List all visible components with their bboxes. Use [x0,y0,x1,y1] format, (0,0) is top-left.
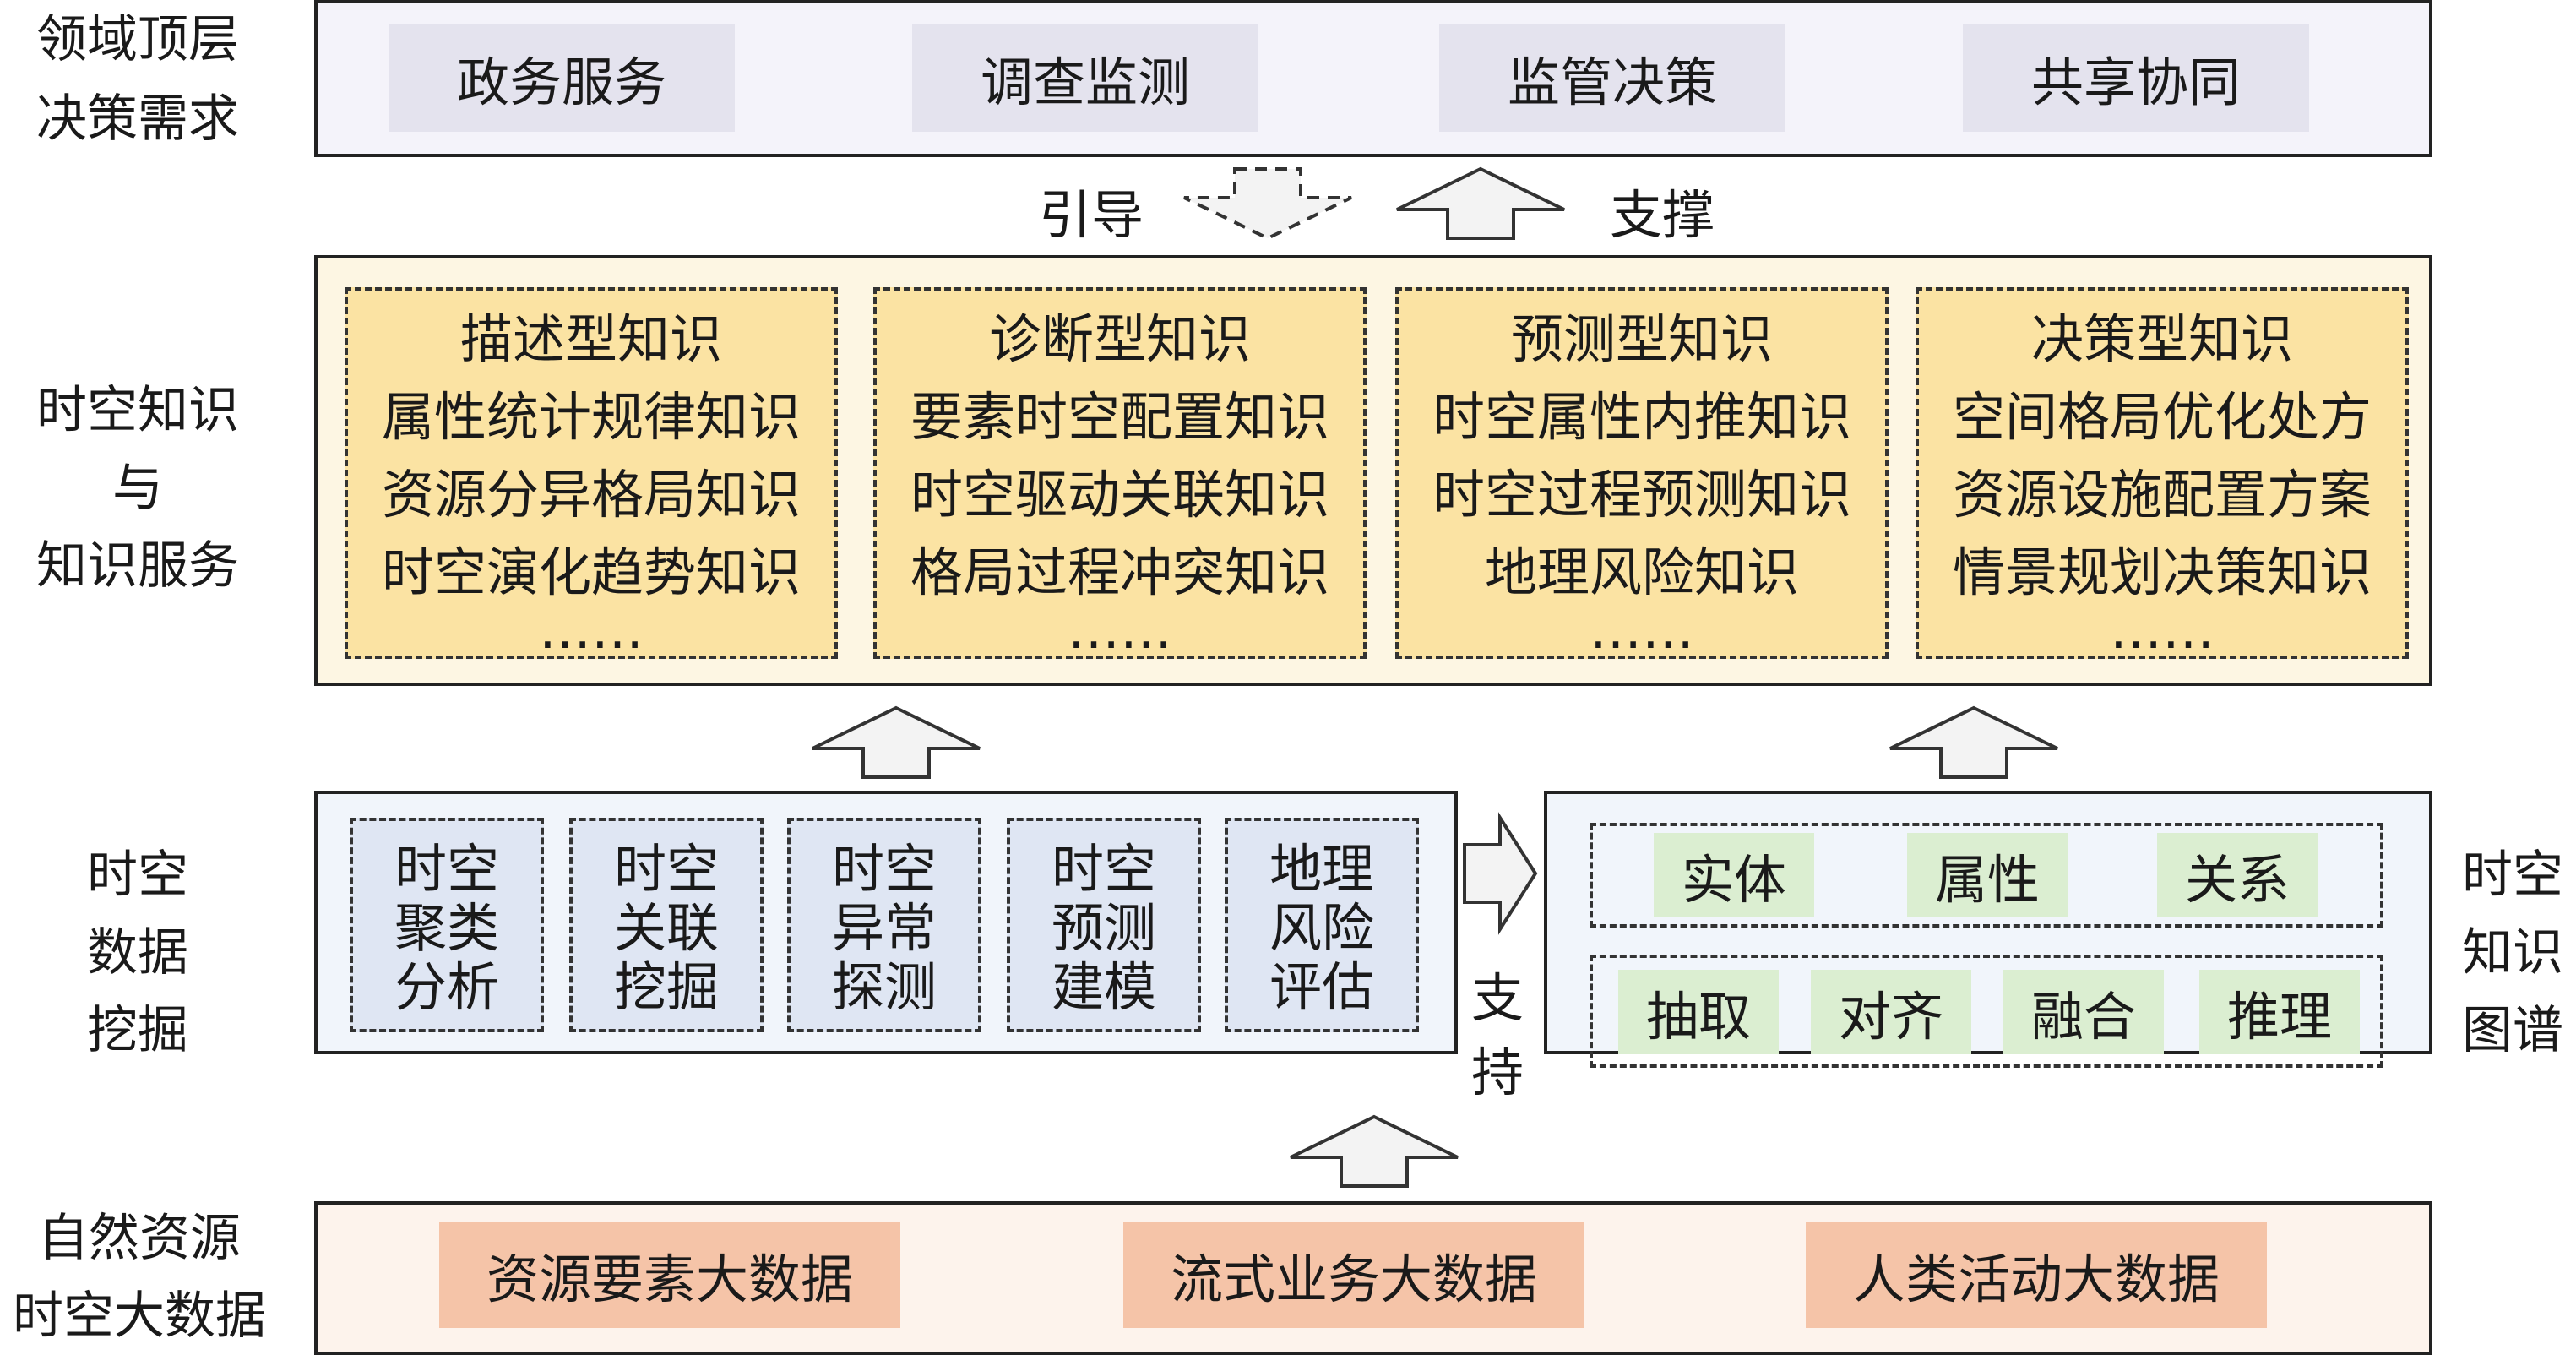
mining-card-association: 时空 关联 挖掘 [569,818,764,1032]
knowledge-card-item: 时空属性内推知识 [1432,386,1851,448]
mining-card-text: 关联 [613,897,719,959]
mining-card-text: 分析 [394,956,499,1018]
knowledge-card-item: 资源设施配置方案 [1952,464,2372,525]
knowledge-card-item: 属性统计规律知识 [381,386,801,448]
knowledge-card-title: 预测型知识 [1510,308,1773,370]
mining-label-line1: 时空 [87,846,188,905]
knowledge-card-title: 决策型知识 [2030,308,2293,370]
graph-fusion: 融合 [2003,970,2164,1054]
knowledge-layer-label: 时空知识 与 知识服务 [15,372,260,605]
graph-label-line1: 时空 [2462,846,2563,905]
graph-reasoning: 推理 [2199,970,2360,1054]
bigdata-item-streaming: 流式业务大数据 [1123,1222,1584,1328]
knowledge-card-item: 要素时空配置知识 [910,386,1329,448]
decision-item-survey-monitor: 调查监测 [912,24,1258,132]
mining-card-text: 风险 [1269,897,1374,959]
knowledge-card-predictive: 预测型知识 时空属性内推知识 时空过程预测知识 地理风险知识 …… [1395,287,1889,659]
guide-arrow-icon [1183,167,1352,241]
mining-card-text: 探测 [831,956,937,1018]
mining-card-text: 地理 [1269,838,1374,900]
mining-card-prediction: 时空 预测 建模 [1007,818,1201,1032]
knowledge-card-decision: 决策型知识 空间格局优化处方 资源设施配置方案 情景规划决策知识 …… [1916,287,2409,659]
knowledge-label-line1: 时空知识 [36,381,239,440]
knowledge-card-item: 情景规划决策知识 [1952,541,2372,603]
graph-elements-row [1590,823,2383,928]
knowledge-card-diagnostic: 诊断型知识 要素时空配置知识 时空驱动关联知识 格局过程冲突知识 …… [873,287,1367,659]
mining-card-text: 聚类 [394,897,499,959]
mining-card-cluster: 时空 聚类 分析 [350,818,544,1032]
decision-item-gov-service: 政务服务 [389,24,735,132]
mining-card-text: 建模 [1051,956,1156,1018]
mining-card-risk: 地理 风险 评估 [1225,818,1419,1032]
support-label: 支撑 [1610,184,1715,246]
support-char: 支 [1470,967,1524,1029]
knowledge-card-item: 时空演化趋势知识 [381,541,801,603]
knowledge-card-ellipsis: …… [2110,599,2215,661]
graph-entity: 实体 [1654,833,1814,917]
mining-card-anomaly: 时空 异常 探测 [787,818,981,1032]
mining-card-text: 挖掘 [613,956,719,1018]
mining-card-text: 时空 [394,838,499,900]
graph-label-line2: 知识 [2462,923,2563,982]
decision-item-sharing: 共享协同 [1963,24,2309,132]
bigdata-item-human: 人类活动大数据 [1806,1222,2267,1328]
knowledge-card-item: 时空驱动关联知识 [910,464,1329,525]
bigdata-label-line1: 自然资源 [38,1209,241,1268]
knowledge-card-item: 地理风险知识 [1484,541,1799,603]
decision-layer-label: 领域顶层 决策需求 [15,0,260,159]
knowledge-card-item: 时空过程预测知识 [1432,464,1851,525]
graph-alignment: 对齐 [1811,970,1971,1054]
decision-label-line1: 领域顶层 [36,10,239,69]
knowledge-card-descriptive: 描述型知识 属性统计规律知识 资源分异格局知识 时空演化趋势知识 …… [345,287,838,659]
support-arrow-icon [1396,166,1565,240]
knowledge-label-line2: 与 [112,459,163,518]
graph-label-line3: 图谱 [2462,1001,2563,1060]
mining-card-text: 预测 [1051,897,1156,959]
mining-card-text: 时空 [613,838,719,900]
graph-operations-row [1590,955,2383,1068]
mining-card-text: 异常 [831,897,937,959]
decision-item-regulation: 监管决策 [1439,24,1785,132]
knowledge-card-ellipsis: …… [1068,599,1172,661]
mining-support-label: 支 持 [1470,961,1525,1110]
mining-label-line3: 挖掘 [87,1001,188,1060]
up-arrow-icon [1290,1114,1459,1188]
graph-attribute: 属性 [1907,833,2068,917]
knowledge-card-title: 诊断型知识 [988,308,1251,370]
mining-card-text: 时空 [831,838,937,900]
mining-layer-label: 时空 数据 挖掘 [15,836,260,1069]
guide-label: 引导 [1039,184,1144,246]
bigdata-layer-label: 自然资源 时空大数据 [0,1200,279,1355]
knowledge-card-title: 描述型知识 [459,308,722,370]
knowledge-card-item: 空间格局优化处方 [1952,386,2372,448]
knowledge-card-item: 资源分异格局知识 [381,464,801,525]
up-arrow-icon [812,705,981,779]
support-char: 持 [1470,1042,1524,1103]
graph-extraction: 抽取 [1618,970,1779,1054]
knowledge-card-item: 格局过程冲突知识 [910,541,1329,603]
bigdata-item-resource: 资源要素大数据 [439,1222,900,1328]
mining-card-text: 时空 [1051,838,1156,900]
bigdata-label-line2: 时空大数据 [13,1287,266,1346]
graph-relation: 关系 [2157,833,2318,917]
knowledge-card-ellipsis: …… [539,599,644,661]
decision-label-line2: 决策需求 [36,90,239,149]
right-arrow-icon [1463,812,1538,935]
mining-card-text: 评估 [1269,956,1374,1018]
knowledge-label-line3: 知识服务 [36,536,239,596]
up-arrow-icon [1889,705,2058,779]
knowledge-card-ellipsis: …… [1590,599,1694,661]
graph-layer-label: 时空 知识 图谱 [2449,836,2576,1069]
mining-label-line2: 数据 [87,923,188,982]
